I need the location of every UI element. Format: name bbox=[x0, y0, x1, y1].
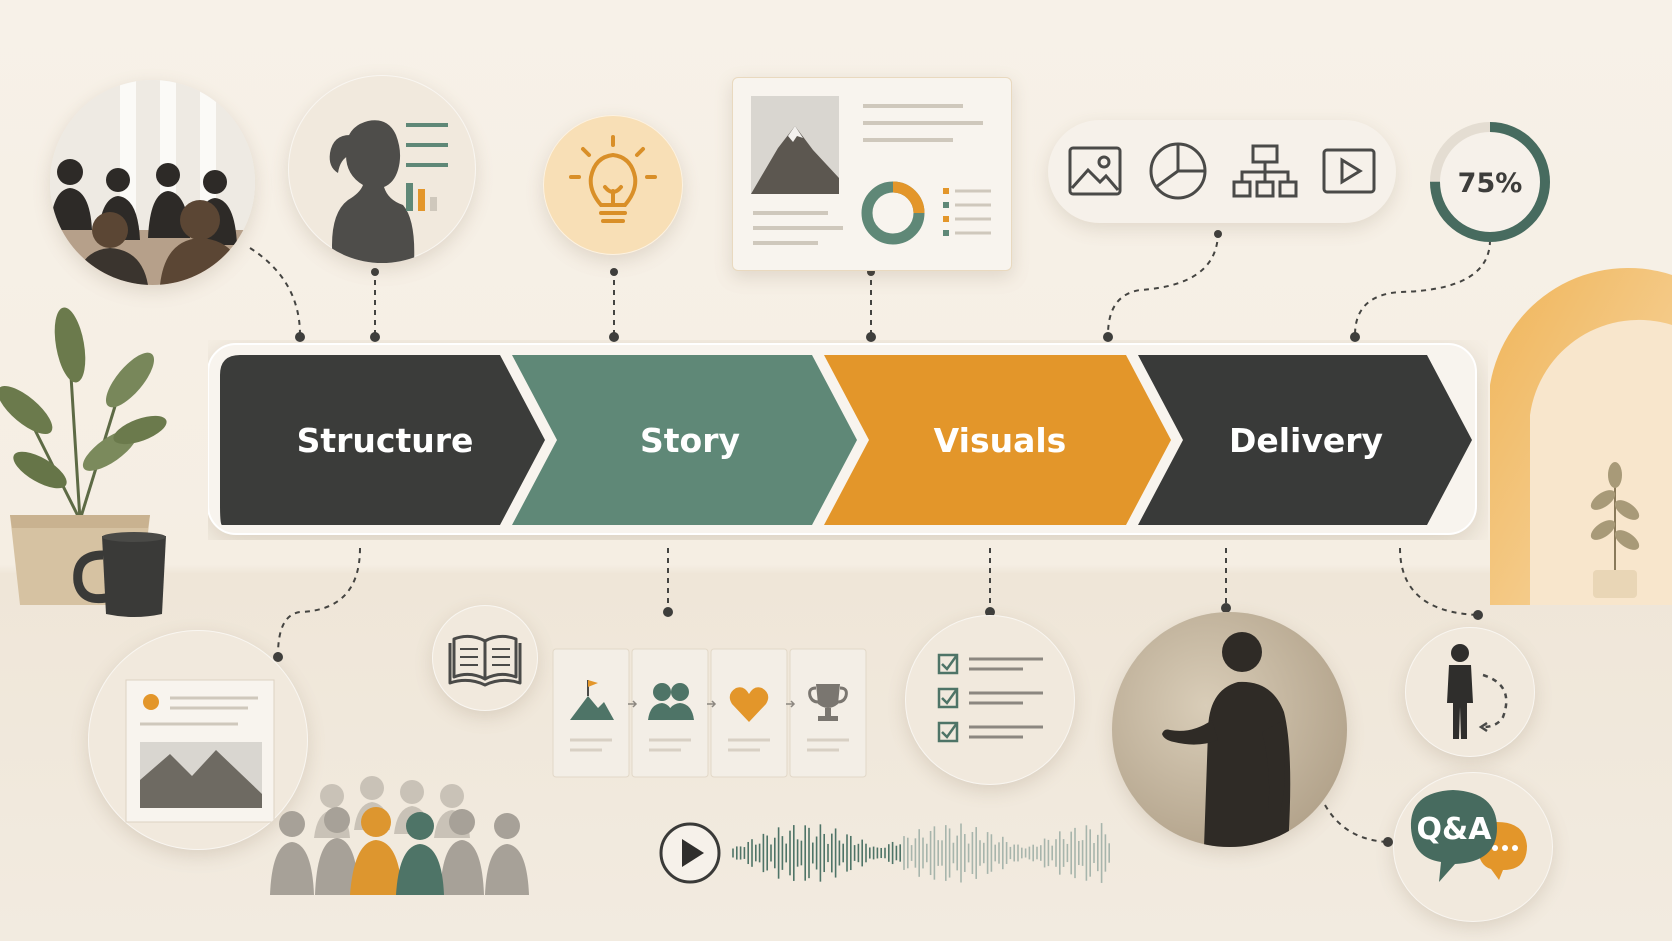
checklist-icon bbox=[905, 615, 1075, 785]
arch-decor bbox=[1490, 245, 1672, 605]
qa-bubble: Q&A bbox=[1393, 772, 1553, 922]
pie-chart-icon bbox=[1149, 142, 1207, 200]
progress-ring: 75% bbox=[1425, 117, 1555, 247]
step-label-story: Story bbox=[640, 421, 740, 460]
audio-waveform bbox=[658, 818, 1118, 888]
step-visuals-chevron bbox=[824, 355, 1171, 525]
qa-label: Q&A bbox=[1417, 812, 1493, 847]
mountain-photo-icon bbox=[751, 96, 839, 194]
slide-layout bbox=[732, 77, 1012, 271]
step-label-visuals: Visuals bbox=[934, 421, 1067, 460]
mug-decor bbox=[70, 530, 180, 620]
trophy-icon bbox=[808, 684, 848, 721]
goal-mountain-icon bbox=[570, 680, 614, 720]
step-label-delivery: Delivery bbox=[1229, 421, 1383, 460]
org-chart-icon bbox=[1232, 144, 1298, 198]
text-lines-icon bbox=[406, 123, 448, 167]
progress-ring-fill bbox=[1430, 122, 1550, 242]
speaker-photo bbox=[1112, 612, 1347, 847]
donut-chart-icon bbox=[861, 181, 925, 245]
image-icon bbox=[1068, 146, 1122, 196]
step-delivery-chevron bbox=[1138, 355, 1472, 525]
legend-list-icon bbox=[943, 188, 991, 236]
presenter-movement bbox=[1405, 627, 1535, 757]
standing-person-icon bbox=[1447, 644, 1473, 739]
lightbulb-icon bbox=[543, 115, 683, 255]
step-story-chevron bbox=[512, 355, 857, 525]
connectors-top bbox=[249, 231, 1491, 336]
speaker-silhouette-icon bbox=[1162, 632, 1291, 847]
mini-bar-chart-icon bbox=[406, 183, 437, 211]
book-icon bbox=[432, 605, 538, 711]
meeting-photo bbox=[50, 80, 255, 285]
small-plant-decor bbox=[1575, 440, 1655, 600]
media-icons bbox=[1048, 120, 1396, 223]
step-structure-chevron bbox=[220, 355, 545, 525]
mountain-image-icon bbox=[140, 742, 262, 808]
audience-icon bbox=[262, 760, 542, 895]
progress-value: 75% bbox=[1458, 168, 1523, 199]
heart-icon bbox=[729, 687, 769, 722]
slide-outline bbox=[88, 630, 308, 850]
waveform-bars bbox=[732, 823, 1111, 883]
connector-dots-top bbox=[295, 230, 1360, 342]
team-icon bbox=[648, 683, 694, 720]
connector-dots-bottom bbox=[273, 603, 1483, 847]
presenter-profile bbox=[288, 75, 476, 263]
step-label-structure: Structure bbox=[297, 421, 474, 460]
connectors-bottom bbox=[277, 547, 1479, 843]
speech-bubble-icon bbox=[1410, 790, 1527, 882]
video-play-icon bbox=[1322, 148, 1376, 194]
person-silhouette-icon bbox=[329, 120, 415, 263]
play-button-icon bbox=[659, 822, 721, 884]
story-arc bbox=[552, 648, 870, 780]
